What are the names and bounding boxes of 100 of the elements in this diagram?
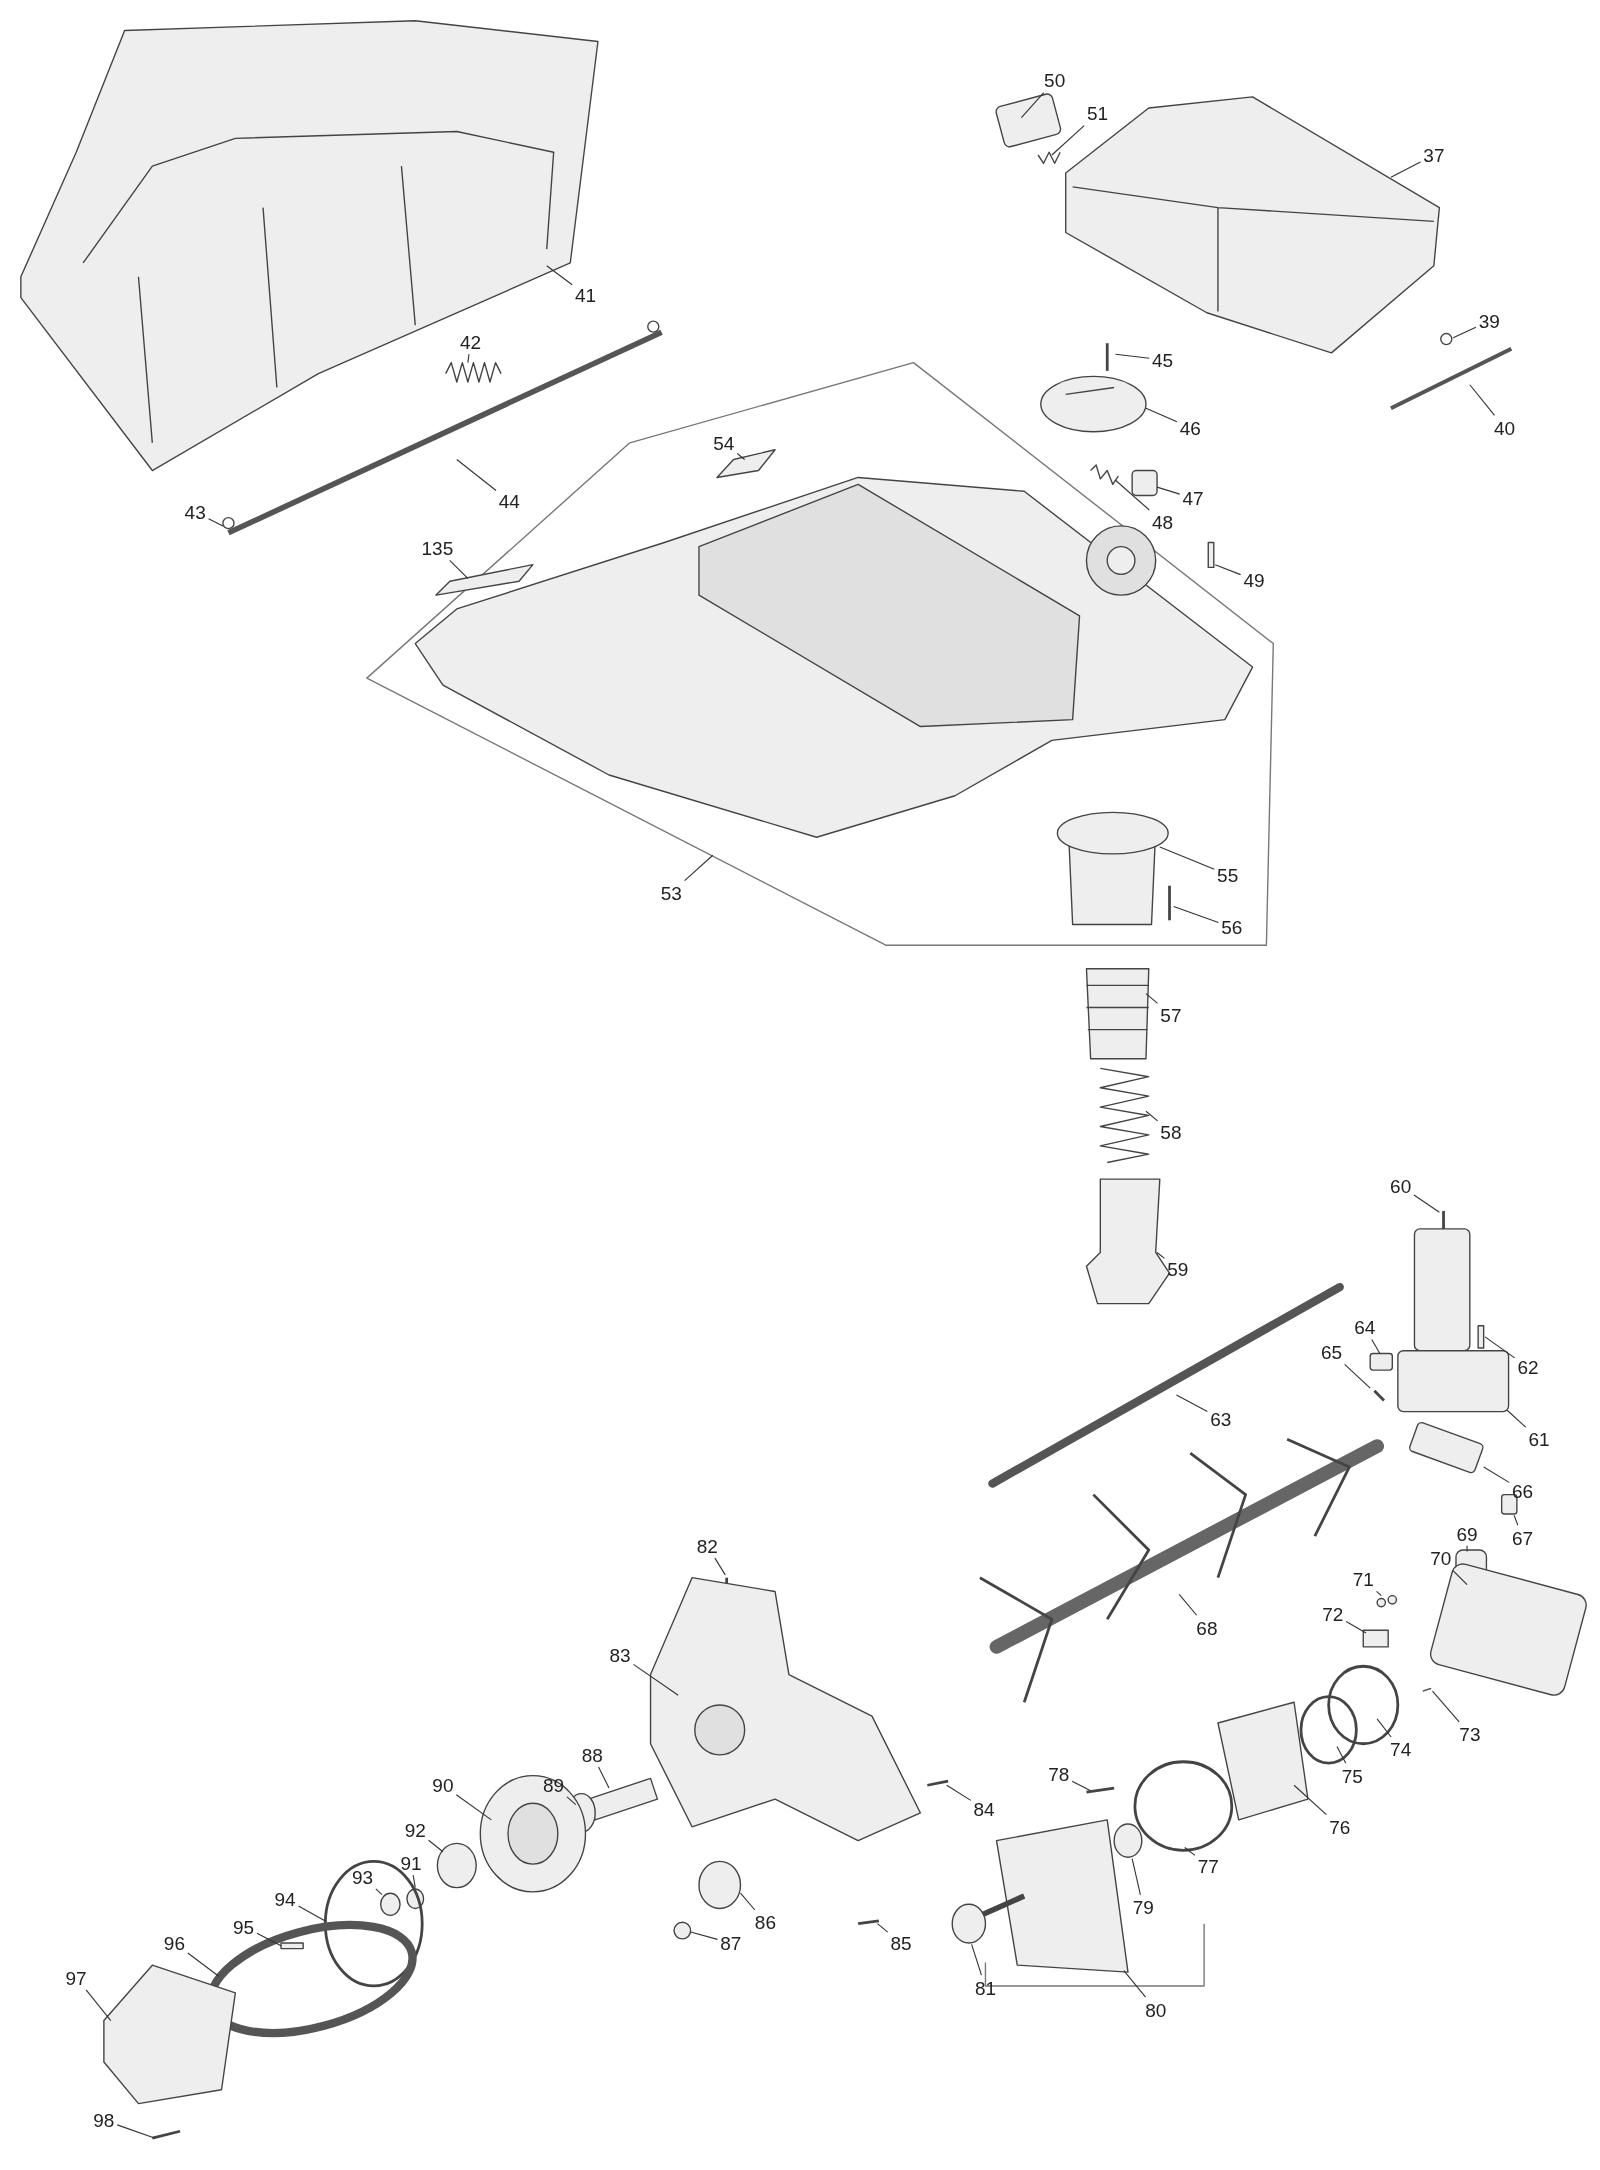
callout-number: 81 <box>974 1978 996 1998</box>
leader-line <box>1159 846 1215 870</box>
leader-line <box>467 353 470 364</box>
leader-line <box>1020 91 1045 119</box>
callout-number: 76 <box>1329 1817 1351 1837</box>
leader-line <box>1293 1784 1327 1816</box>
callout-number: 60 <box>1390 1176 1412 1196</box>
leader-line <box>690 1931 719 1940</box>
callout-number: 94 <box>274 1889 296 1909</box>
leader-line <box>1175 1394 1208 1412</box>
leader-line <box>116 2124 156 2139</box>
callout-number: 73 <box>1459 1724 1481 1744</box>
callout-number: 42 <box>460 332 482 352</box>
callout-number: 50 <box>1044 70 1066 90</box>
callout-number: 55 <box>1217 865 1239 885</box>
callout-number: 85 <box>890 1933 912 1953</box>
leader-line <box>1336 1745 1347 1764</box>
leader-line <box>1156 1251 1166 1259</box>
leader-line <box>1345 1620 1367 1634</box>
leader-line <box>1483 1466 1510 1483</box>
leader-line <box>736 452 746 460</box>
leader-line <box>876 1923 889 1933</box>
leader-line <box>412 1874 416 1889</box>
leader-line <box>1145 407 1178 423</box>
callout-number: 49 <box>1243 570 1265 590</box>
callout-number: 69 <box>1456 1524 1478 1544</box>
callout-number: 90 <box>432 1775 454 1795</box>
leader-line <box>1145 1110 1159 1122</box>
callout-number: 83 <box>609 1645 631 1665</box>
leader-line <box>714 1557 726 1576</box>
callout-number: 59 <box>1167 1259 1189 1279</box>
callout-number: 41 <box>574 285 596 305</box>
callout-number: 47 <box>1182 488 1204 508</box>
leader-line <box>1214 564 1242 576</box>
leader-line <box>455 1794 492 1821</box>
callout-number: 39 <box>1478 311 1500 331</box>
callout-number: 66 <box>1511 1481 1534 1501</box>
callout-number: 64 <box>1354 1317 1376 1337</box>
leader-line <box>1376 1590 1382 1597</box>
leader-line <box>1413 1194 1440 1213</box>
callout-number: 71 <box>1352 1569 1374 1589</box>
leader-line <box>1506 1409 1527 1428</box>
callout-number: 51 <box>1087 104 1109 123</box>
leader-line <box>1452 1570 1468 1586</box>
leader-line <box>208 518 224 527</box>
leader-line <box>456 458 497 491</box>
leader-line <box>1178 1593 1198 1616</box>
callout-number: 98 <box>93 2110 115 2130</box>
leader-line <box>1173 905 1219 924</box>
callout-number: 77 <box>1197 1856 1219 1876</box>
leader-line <box>1513 1514 1519 1526</box>
leader-line <box>739 1892 756 1911</box>
leader-line <box>632 1663 679 1696</box>
callout-number: 40 <box>1493 418 1516 438</box>
leader-line <box>297 1905 326 1922</box>
callout-number: 97 <box>65 1968 87 1988</box>
leader-line <box>566 1796 577 1806</box>
callout-number: 95 <box>233 1917 255 1937</box>
leader-line <box>1184 1847 1196 1856</box>
callout-number: 91 <box>400 1853 422 1873</box>
callout-number: 135 <box>421 538 454 558</box>
callout-number: 79 <box>1132 1897 1154 1917</box>
callout-number: 88 <box>581 1745 603 1765</box>
leader-line <box>1115 353 1150 359</box>
leader-line <box>1131 1858 1141 1896</box>
callout-number: 58 <box>1160 1122 1182 1142</box>
callout-number: 93 <box>352 1867 374 1887</box>
leader-line <box>1145 993 1159 1004</box>
leader-line <box>1123 1970 1147 1998</box>
leader-line <box>1051 125 1085 156</box>
callout-number: 86 <box>754 1913 776 1932</box>
leader-line <box>684 854 714 882</box>
callout-number: 53 <box>660 883 682 903</box>
leader-line <box>1156 486 1181 495</box>
callout-number: 56 <box>1221 917 1243 937</box>
callout-number: 54 <box>713 433 735 453</box>
leader-line <box>1452 326 1477 339</box>
callout-number: 89 <box>543 1775 565 1795</box>
leader-line <box>449 559 469 580</box>
callout-number: 78 <box>1048 1764 1070 1784</box>
callout-number: 82 <box>696 1536 718 1556</box>
callout-number: 67 <box>1511 1528 1534 1548</box>
callout-number: 43 <box>184 502 206 522</box>
leader-line <box>375 1888 383 1896</box>
leader-line <box>598 1766 610 1789</box>
callout-number: 61 <box>1528 1429 1550 1449</box>
leader-line <box>1390 161 1422 178</box>
callout-number: 46 <box>1179 418 1201 438</box>
leader-line <box>256 1932 282 1947</box>
callout-number: 84 <box>973 1799 995 1819</box>
callout-number: 62 <box>1517 1357 1539 1377</box>
callout-number: 37 <box>1423 145 1445 165</box>
callout-number: 65 <box>1320 1342 1343 1362</box>
callout-number: 63 <box>1210 1409 1232 1429</box>
leader-line <box>1376 1718 1392 1738</box>
leader-line <box>1371 1338 1381 1355</box>
leader-line <box>971 1943 983 1976</box>
callout-number: 57 <box>1160 1005 1182 1025</box>
callout-number: 45 <box>1152 350 1174 370</box>
callout-number: 75 <box>1341 1766 1363 1786</box>
